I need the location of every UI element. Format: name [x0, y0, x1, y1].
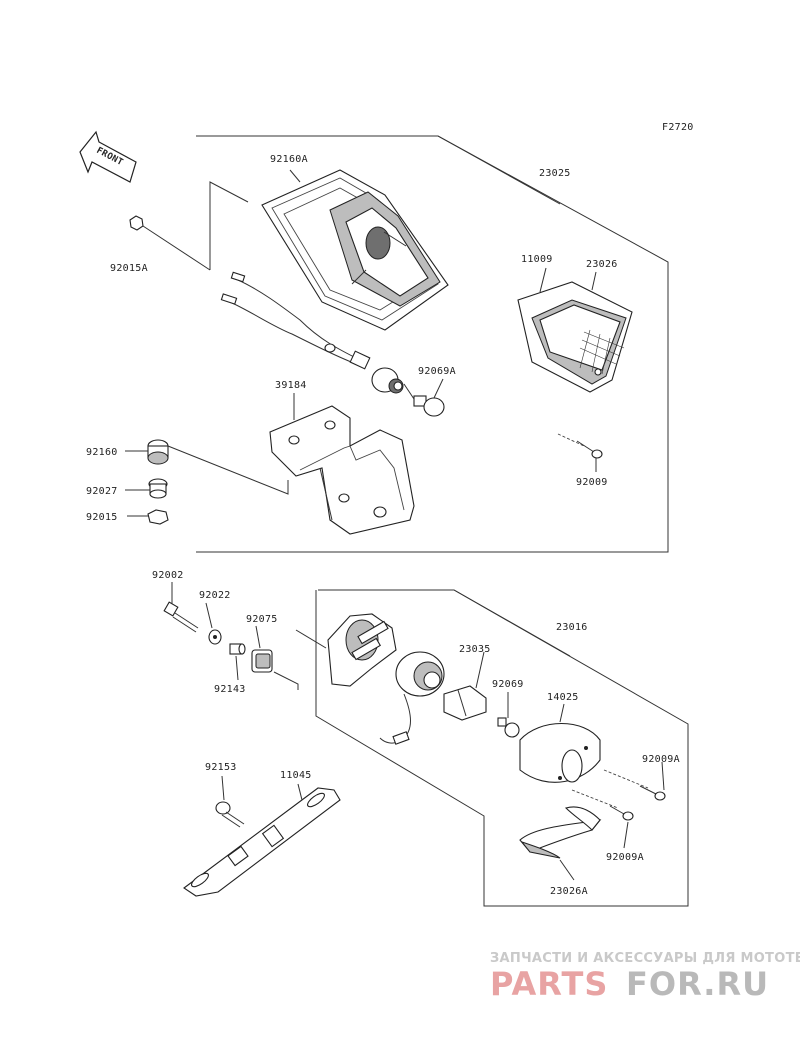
lens-cover-14025	[519, 723, 601, 783]
nut-92015	[147, 509, 169, 525]
front-arrow-icon: FRONT	[79, 130, 137, 183]
washer-92022	[208, 629, 222, 645]
nut-92015A	[129, 215, 144, 231]
lamp-housing-23016	[327, 613, 397, 687]
label-92015: 92015	[86, 512, 118, 523]
leader-lines-upper	[125, 169, 597, 517]
screw-92009A-lower	[571, 789, 634, 821]
bulb-92069	[497, 717, 520, 738]
label-23026: 23026	[586, 259, 618, 270]
label-92160: 92160	[86, 447, 118, 458]
label-92027: 92027	[86, 486, 118, 497]
collar-92143	[229, 643, 246, 655]
screw-92009A-upper	[603, 769, 666, 801]
lower-assembly-outline	[315, 589, 689, 907]
bracket-11045	[183, 787, 341, 897]
tail-light-housing	[261, 169, 449, 331]
label-92002: 92002	[152, 570, 184, 581]
label-23026A: 23026A	[550, 886, 588, 897]
label-92143: 92143	[214, 684, 246, 695]
socket-clip-23035	[443, 685, 487, 721]
leader-lines-lower	[171, 582, 665, 881]
screw-92009	[557, 433, 603, 459]
part-labels: 92160A 23025 92015A 11009 23026 92069A 3…	[86, 154, 680, 897]
watermark-tagline: ЗАПЧАСТИ И АКСЕССУАРЫ ДЛЯ МОТОТЕХНИКИ	[490, 951, 800, 966]
bolt-92153	[215, 801, 245, 828]
label-11045: 11045	[280, 770, 312, 781]
label-92015A: 92015A	[110, 263, 148, 274]
upper-assembly-outline	[196, 135, 669, 553]
label-92160A: 92160A	[270, 154, 308, 165]
damper-92075	[251, 649, 273, 673]
label-23035: 23035	[459, 644, 491, 655]
label-92069A: 92069A	[418, 366, 456, 377]
socket-wiring	[220, 271, 404, 394]
label-14025: 14025	[547, 692, 579, 703]
label-23025: 23025	[539, 168, 571, 179]
watermark-brand-left: PARTS	[490, 965, 608, 1003]
grommet-92160	[147, 439, 169, 465]
label-11009: 11009	[521, 254, 553, 265]
label-92075: 92075	[246, 614, 278, 625]
label-92069: 92069	[492, 679, 524, 690]
watermark: ЗАПЧАСТИ И АКСЕССУАРЫ ДЛЯ МОТОТЕХНИКИ PA…	[490, 951, 800, 1003]
bracket-39184	[269, 405, 415, 535]
tail-lens	[517, 281, 633, 393]
lamp-socket	[379, 651, 445, 745]
reflector-23026A	[519, 806, 602, 859]
watermark-brand-right: FOR.RU	[626, 965, 769, 1003]
label-92009A-upper: 92009A	[642, 754, 680, 765]
label-92009A-lower: 92009A	[606, 852, 644, 863]
label-92009: 92009	[576, 477, 608, 488]
figure-code: F2720	[662, 122, 694, 133]
label-92022: 92022	[199, 590, 231, 601]
collar-92027	[148, 478, 168, 499]
label-23016: 23016	[556, 622, 588, 633]
label-92153: 92153	[205, 762, 237, 773]
bolt-92002	[163, 601, 199, 633]
label-39184: 39184	[275, 380, 307, 391]
